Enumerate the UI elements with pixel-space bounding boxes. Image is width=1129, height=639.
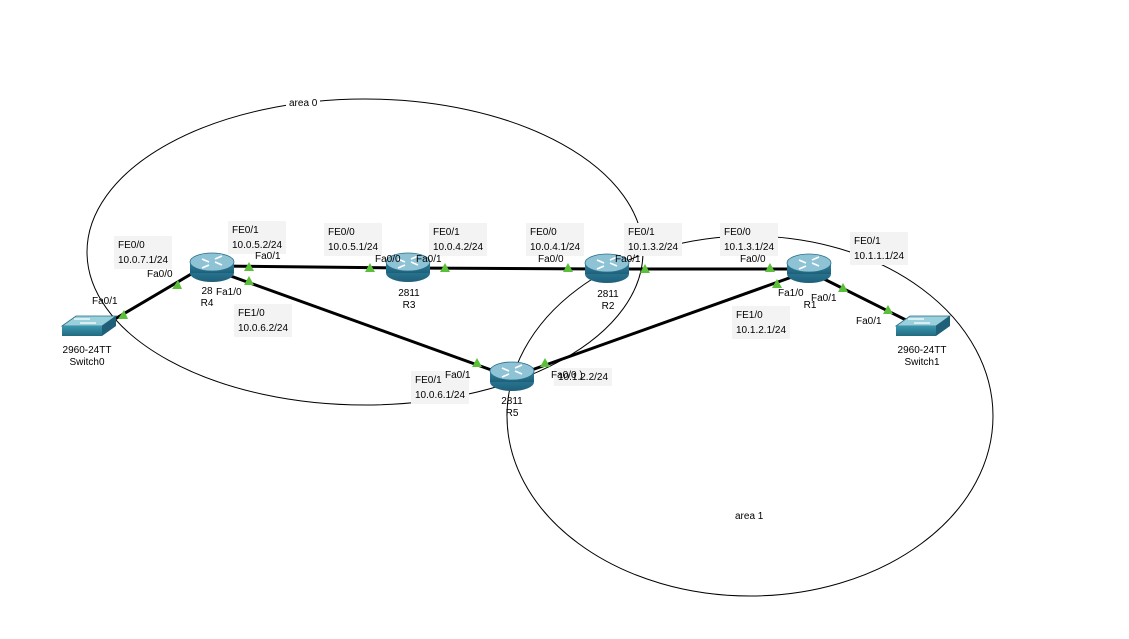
- port-label-r5-fa00: Fa0/0 ): [551, 370, 583, 381]
- port-label-r4-fa10: Fa1/0: [216, 287, 242, 298]
- router-r5-icon[interactable]: [489, 361, 535, 391]
- status-r4-fa01: [244, 262, 254, 271]
- status-r4-fa10: [244, 276, 254, 285]
- port-label-r4-fa00: Fa0/0: [147, 269, 173, 280]
- link-r1-r5[interactable]: [511, 270, 807, 379]
- port-label-r3-fa01: Fa0/1: [416, 254, 442, 265]
- status-r3-fa00: [365, 263, 375, 272]
- area1-label: area 1: [732, 510, 767, 523]
- port-label-r2-fa00: Fa0/0: [538, 254, 564, 265]
- note-r5-fe00: 10.1.2.2/24: [554, 368, 613, 386]
- port-label-sw0-fa01: Fa0/1: [92, 296, 118, 307]
- router-r2-icon[interactable]: [584, 253, 630, 283]
- link-status-indicators: [118, 262, 893, 367]
- port-label-r3-fa00: Fa0/0: [375, 254, 401, 265]
- status-r1-fa10: [772, 279, 782, 288]
- port-label-r5-fa01: Fa0/1: [445, 370, 471, 381]
- status-sw1-fa01: [883, 305, 893, 314]
- switch1-icon[interactable]: [894, 315, 952, 336]
- status-r3-fa01: [440, 263, 450, 272]
- status-r2-fa00: [563, 263, 573, 272]
- area0-label: area 0: [286, 97, 321, 110]
- area1-outline: [506, 235, 994, 597]
- link-switch0-r4[interactable]: [102, 268, 199, 328]
- router-r3-icon[interactable]: [385, 252, 431, 282]
- router-r1-icon[interactable]: [786, 253, 832, 283]
- status-r2-fa01: [640, 264, 650, 273]
- port-label-sw1-fa01: Fa0/1: [856, 316, 882, 327]
- status-r4-fa00: [172, 280, 182, 289]
- link-r4-r3[interactable]: [214, 264, 404, 270]
- port-label-r1-fa00: Fa0/0: [740, 254, 766, 265]
- status-r5-fa00: [540, 358, 550, 367]
- port-label-r4-fa01: Fa0/1: [255, 251, 281, 262]
- status-r1-fa00: [765, 263, 775, 272]
- router-r4-icon[interactable]: [189, 252, 235, 282]
- port-label-r1-fa01: Fa0/1: [811, 293, 837, 304]
- port-label-r1-fa10: Fa1/0: [778, 288, 804, 299]
- status-r5-fa01: [472, 358, 482, 367]
- switch0-icon[interactable]: [60, 315, 118, 336]
- device-label-r1: R1: [803, 300, 817, 311]
- link-r4-r5[interactable]: [213, 268, 509, 378]
- status-r1-fa01: [838, 283, 848, 292]
- link-r3-r2[interactable]: [405, 266, 604, 271]
- status-sw0-fa01: [118, 310, 128, 319]
- port-label-r2-fa01: Fa0/1: [615, 254, 641, 265]
- link-r1-switch1[interactable]: [809, 270, 919, 328]
